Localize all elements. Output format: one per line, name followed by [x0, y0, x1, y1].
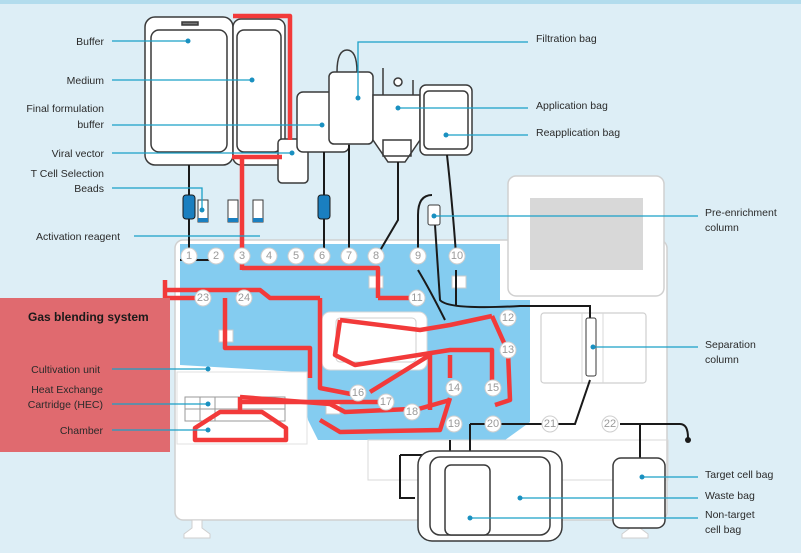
valve-5[interactable]: 5	[287, 247, 305, 265]
valve-label: 10	[451, 250, 463, 262]
label-hec-line2: Cartridge (HEC)	[28, 399, 103, 411]
valve-label: 9	[415, 250, 421, 262]
gas-blending-label: Gas blending system	[28, 310, 149, 324]
valve-23[interactable]: 23	[194, 289, 212, 307]
label-chamber: Chamber	[60, 425, 104, 437]
label-final-formulation-line2: buffer	[77, 119, 104, 131]
valve-4[interactable]: 4	[260, 247, 278, 265]
label-non-target-line2: cell bag	[705, 524, 741, 536]
valve-24[interactable]: 24	[235, 289, 253, 307]
valve-label: 19	[448, 418, 460, 430]
device-foot-left	[183, 519, 211, 539]
gas-blending-overlay	[0, 298, 170, 452]
valve-18[interactable]: 18	[403, 403, 421, 421]
label-separation-line2: column	[705, 354, 739, 366]
label-medium: Medium	[67, 75, 105, 87]
valve-label: 3	[239, 250, 245, 262]
label-separation-line1: Separation	[705, 339, 756, 351]
valve-6[interactable]: 6	[313, 247, 331, 265]
label-tcell-beads-line2: Beads	[74, 183, 104, 195]
valve-1[interactable]: 1	[180, 247, 198, 265]
valve-label: 4	[266, 250, 272, 262]
valves: 1 2 3 4 5 6 7 8 9 10 11 12 13 14 15 16 1…	[180, 247, 619, 433]
valve-3[interactable]: 3	[233, 247, 251, 265]
valve-label: 23	[197, 292, 209, 304]
valve-label: 22	[604, 418, 616, 430]
non-target-cell-bag	[444, 464, 491, 536]
label-buffer: Buffer	[76, 36, 104, 48]
valve-label: 16	[352, 387, 364, 399]
valve-11[interactable]: 11	[408, 289, 426, 307]
label-final-formulation-line1: Final formulation	[26, 103, 104, 115]
bags	[144, 16, 473, 184]
device-screen	[530, 198, 643, 270]
valve-21[interactable]: 21	[541, 415, 559, 433]
valve-12[interactable]: 12	[499, 309, 517, 327]
valve-label: 15	[487, 382, 499, 394]
label-reapplication-bag: Reapplication bag	[536, 127, 620, 139]
label-activation-reagent: Activation reagent	[36, 231, 120, 243]
valve-label: 12	[502, 312, 514, 324]
valve-2[interactable]: 2	[207, 247, 225, 265]
valve-label: 1	[186, 250, 192, 262]
label-pre-enrichment-line1: Pre-enrichment	[705, 207, 777, 219]
top-border	[0, 0, 801, 4]
valve-7[interactable]: 7	[340, 247, 358, 265]
label-hec-line1: Heat Exchange	[31, 384, 103, 396]
valve-label: 11	[411, 292, 422, 304]
valve-label: 18	[406, 406, 418, 418]
valve-14[interactable]: 14	[445, 379, 463, 397]
filter-1	[182, 194, 196, 220]
valve-22[interactable]: 22	[601, 415, 619, 433]
hec-grid	[184, 396, 286, 422]
valve-15[interactable]: 15	[484, 379, 502, 397]
label-target-cell-bag: Target cell bag	[705, 469, 773, 481]
label-viral-vector: Viral vector	[52, 148, 105, 160]
label-cultivation-unit: Cultivation unit	[31, 364, 100, 376]
label-non-target-line1: Non-target	[705, 509, 755, 521]
application-bag	[372, 94, 421, 163]
valve-16[interactable]: 16	[349, 384, 367, 402]
target-cell-bag	[612, 457, 666, 529]
label-filtration-bag: Filtration bag	[536, 33, 597, 45]
label-waste-bag: Waste bag	[705, 490, 755, 502]
leader-lines	[112, 40, 698, 519]
valve-20[interactable]: 20	[484, 415, 502, 433]
valve-label: 8	[373, 250, 379, 262]
valve-label: 7	[346, 250, 352, 262]
valve-label: 20	[487, 418, 499, 430]
label-application-bag: Application bag	[536, 100, 608, 112]
valve-label: 14	[448, 382, 460, 394]
valve-label: 13	[502, 344, 514, 356]
valve-8[interactable]: 8	[367, 247, 385, 265]
valve-label: 6	[319, 250, 325, 262]
valve-label: 24	[238, 292, 250, 304]
valve-label: 2	[213, 250, 219, 262]
label-tcell-beads-line1: T Cell Selection	[31, 168, 105, 180]
separation-magnet	[540, 312, 647, 384]
valve-9[interactable]: 9	[409, 247, 427, 265]
valve-label: 5	[293, 250, 299, 262]
valve-19[interactable]: 19	[445, 415, 463, 433]
device-body	[174, 175, 669, 539]
reapplication-bag	[419, 84, 473, 156]
filter-6	[317, 194, 331, 220]
label-pre-enrichment-line2: column	[705, 222, 739, 234]
valve-10[interactable]: 10	[448, 247, 466, 265]
valve-13[interactable]: 13	[499, 341, 517, 359]
valve-17[interactable]: 17	[377, 393, 395, 411]
valve-label: 21	[544, 418, 556, 430]
leader-dots	[185, 38, 645, 521]
filtration-bag	[328, 71, 374, 145]
valve-label: 17	[380, 396, 392, 408]
